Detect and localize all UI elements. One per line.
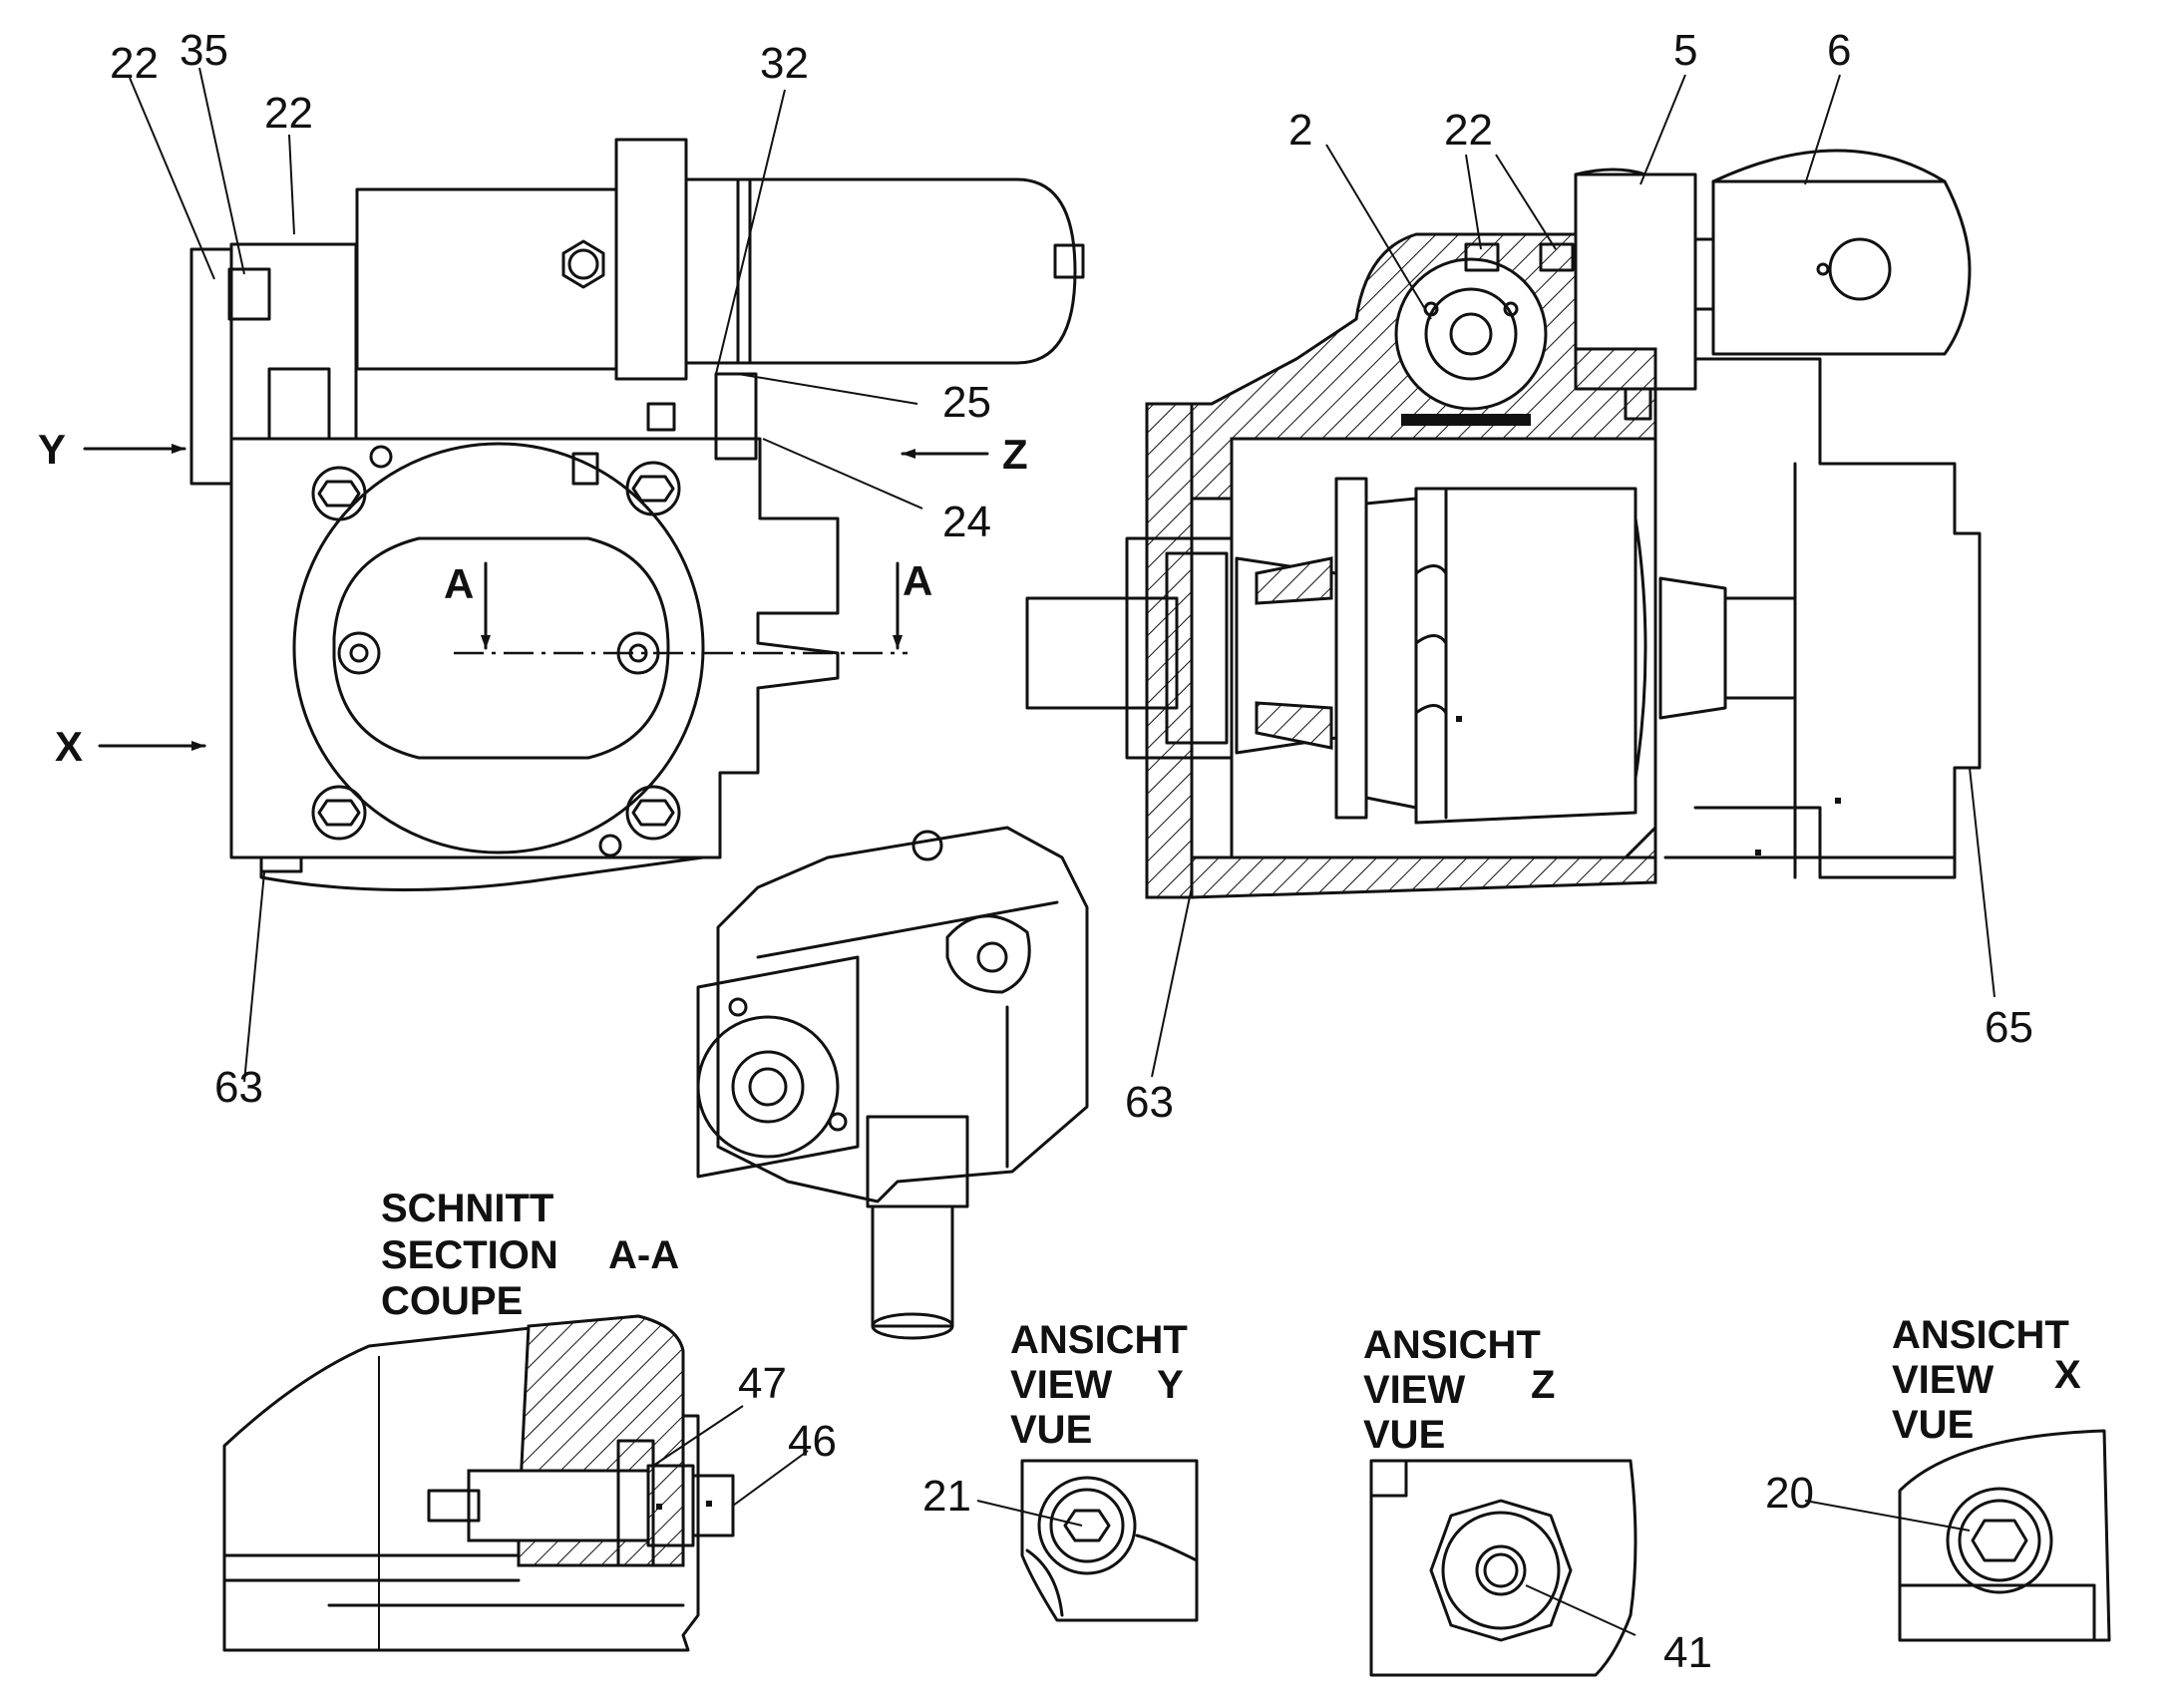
view-z-title-line1: ANSICHT	[1363, 1323, 1541, 1367]
isometric-view	[696, 826, 1089, 1340]
view-x-title: ANSICHT VIEW VUE X	[1892, 1313, 2081, 1447]
section-arrow-label-a-right: A	[903, 557, 932, 604]
callout-47: 47	[738, 1359, 787, 1408]
view-y-title-line2: VIEW	[1010, 1363, 1112, 1407]
view-x-detail	[1898, 1429, 2111, 1642]
callout-63b: 63	[1125, 1078, 1174, 1127]
callout-22a: 22	[110, 39, 159, 88]
callout-2: 2	[1288, 106, 1312, 155]
view-x-title-line1: ANSICHT	[1892, 1313, 2069, 1357]
front-view	[189, 138, 1085, 891]
callout-32: 32	[760, 39, 809, 88]
view-z-detail	[1369, 1459, 1637, 1677]
view-z-title: ANSICHT VIEW VUE Z	[1363, 1323, 1555, 1457]
view-y-detail	[1020, 1459, 1199, 1622]
callout-5: 5	[1673, 26, 1697, 75]
callout-20: 20	[1765, 1469, 1814, 1518]
callout-35: 35	[180, 26, 228, 75]
view-y-title-line1: ANSICHT	[1010, 1318, 1188, 1362]
callout-65: 65	[1985, 1003, 2033, 1052]
callout-22b: 22	[264, 89, 313, 138]
section-view	[1025, 149, 1982, 899]
view-x-title-ref: X	[2054, 1353, 2081, 1397]
view-x-title-line2: VIEW	[1892, 1358, 1994, 1402]
section-title-line2: SECTION	[381, 1233, 558, 1277]
view-y-title: ANSICHT VIEW VUE Y	[1010, 1318, 1188, 1452]
view-z-title-line3: VUE	[1363, 1413, 1445, 1457]
section-title-ref: A-A	[608, 1233, 679, 1277]
section-arrow-label-a-left: A	[444, 560, 474, 607]
view-y-title-ref: Y	[1157, 1363, 1184, 1407]
view-arrow-label-x: X	[55, 723, 83, 770]
view-z-title-ref: Z	[1531, 1363, 1555, 1407]
section-title-line3: COUPE	[381, 1279, 523, 1323]
view-arrow-letters: Y X Z A A	[38, 426, 1028, 770]
callout-63a: 63	[214, 1063, 263, 1112]
callout-numbers: 22 35 22 32 25 24 63 2 22 5 6 65 63 47 4…	[110, 26, 2033, 1677]
callout-24: 24	[942, 498, 991, 546]
callout-25: 25	[942, 378, 991, 427]
callout-22c: 22	[1444, 106, 1493, 155]
section-title-line1: SCHNITT	[381, 1187, 553, 1230]
view-z-title-line2: VIEW	[1363, 1368, 1465, 1412]
view-x-title-line3: VUE	[1892, 1403, 1974, 1447]
callout-21: 21	[922, 1472, 971, 1521]
leader-lines	[129, 67, 1996, 1636]
callout-41: 41	[1663, 1628, 1712, 1677]
section-aa-title: SCHNITT SECTION COUPE A-A	[381, 1187, 679, 1323]
callout-6: 6	[1827, 26, 1851, 75]
view-y-title-line3: VUE	[1010, 1408, 1092, 1452]
view-arrow-label-z: Z	[1002, 431, 1028, 478]
callout-46: 46	[788, 1417, 837, 1466]
section-aa-detail	[222, 1314, 735, 1652]
view-arrows	[83, 444, 989, 751]
view-arrow-label-y: Y	[38, 426, 66, 473]
